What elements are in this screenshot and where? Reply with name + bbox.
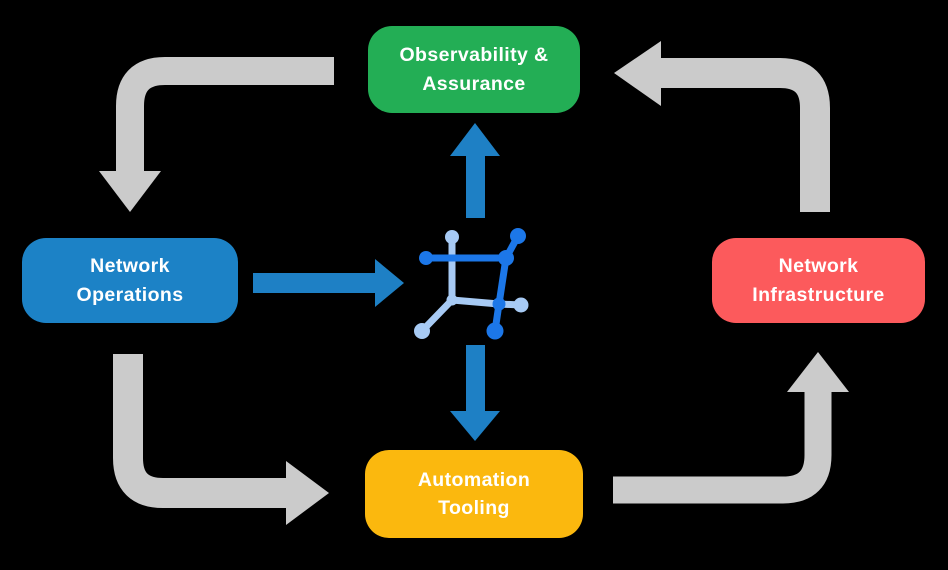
node-corner-bottomright	[492, 297, 506, 311]
arrow-shaft	[116, 57, 334, 172]
arrowhead-right	[375, 259, 404, 307]
arrow-infrastructure-to-observability	[614, 41, 830, 212]
node-automation-tooling: Automation Tooling	[365, 450, 583, 538]
node-observability-assurance: Observability & Assurance	[368, 26, 580, 113]
arrowhead-up	[787, 352, 849, 392]
node-corner-topright	[498, 250, 514, 266]
arrow-shaft	[613, 391, 832, 504]
fabric-nodes	[414, 228, 529, 340]
node-label: Automation Tooling	[417, 468, 531, 519]
node-right	[513, 297, 529, 313]
node-left	[419, 251, 433, 265]
arrow-center-to-automation	[450, 345, 500, 441]
node-network-operations: Network Operations	[22, 238, 238, 323]
node-topright	[510, 228, 526, 244]
arrow-operations-to-automation	[113, 354, 329, 525]
arrow-shaft	[113, 354, 287, 508]
arrow-shaft	[466, 345, 485, 412]
network-fabric-icon	[414, 228, 529, 340]
arrowhead-up	[450, 123, 500, 156]
node-label: Network Operations	[76, 255, 184, 306]
node-network-infrastructure: Network Infrastructure	[712, 238, 925, 323]
node-label: Network Infrastructure	[752, 255, 885, 306]
arrowhead-down	[450, 411, 500, 441]
arrowhead-down	[99, 171, 161, 212]
arrow-shaft	[253, 273, 376, 293]
arrow-shaft	[660, 58, 830, 212]
node-bottom	[486, 322, 504, 340]
arrow-operations-to-center	[253, 259, 404, 307]
arrow-center-to-observability	[450, 123, 500, 218]
arrowhead-left	[614, 41, 661, 106]
node-label: Observability & Assurance	[399, 44, 549, 95]
node-corner-bottomleft	[446, 294, 458, 306]
arrowhead-right	[286, 461, 329, 525]
arrow-shaft	[466, 153, 485, 218]
node-bottomleft	[414, 323, 430, 339]
link-bottom-edge	[448, 296, 503, 308]
arrow-automation-to-infrastructure	[613, 352, 849, 504]
arrow-observability-to-operations	[99, 57, 334, 212]
node-top	[445, 230, 459, 244]
